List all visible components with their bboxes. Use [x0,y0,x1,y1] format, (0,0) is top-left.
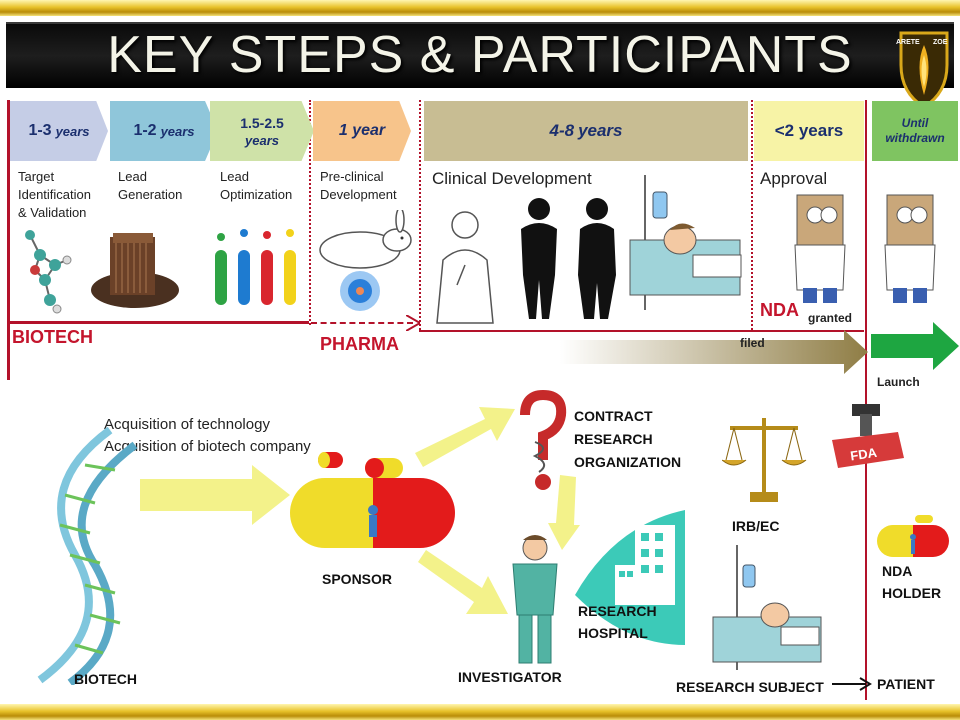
step-until-withdrawn: Until withdrawn [872,101,958,161]
acquisition-text: Acquisition of technology Acquisition of… [104,416,311,455]
logo-text-right: ZOE [933,39,948,46]
pharma-phase-label: PHARMA [320,334,399,354]
hospital-icon [575,510,685,645]
step3-label: Lead Optimization [220,169,293,202]
clinical-dotted-line [419,100,421,330]
reviewer-icon-2 [884,194,936,303]
filed-label: filed [740,336,765,350]
nda-label: NDA [760,300,799,320]
sponsor-to-cro-arrow [415,407,515,467]
volunteer-sketch-icon [436,211,494,324]
cro-label: CONTRACT RESEARCH ORGANIZATION [574,408,682,470]
research-subject-label: RESEARCH SUBJECT [676,679,824,695]
pharma-dotted-line [309,100,311,325]
step1-unit: years [55,123,90,139]
scales-icon [722,418,807,502]
fda-stamp-icon: FDA [832,404,904,468]
logo-text-left: ARETE [896,39,920,46]
cell-icon [340,271,380,311]
step3-unit: years [245,132,279,148]
small-capsule-icon-2 [365,458,403,478]
pharma-arrowhead [406,315,420,331]
page-title: KEY STEPS & PARTICIPANTS [107,26,853,84]
left-red-line [7,100,10,380]
rabbit-icon [319,210,412,269]
step5-label: Clinical Development [432,169,592,188]
hospital-patient-icon [629,175,742,310]
top-gold-bar [0,0,960,16]
silhouette-woman-icon [578,198,616,319]
step7-duration: Until withdrawn [885,116,945,145]
step5-unit: years [578,121,623,140]
step1-label: Target Identification & Validation [18,169,91,220]
patient-label: PATIENT [877,676,935,692]
caduceus-question-icon [520,390,567,490]
molecule-icon [25,230,72,314]
filed-arrow [560,330,868,374]
irb-label: IRB/EC [732,518,780,534]
launch-arrow [871,322,959,370]
silhouette-person-icon [521,198,557,319]
dna-helix-icon [37,426,138,685]
step6-duration: <2 years [774,121,844,140]
step5-duration: 4-8 [549,121,575,140]
step2-label: Lead Generation [118,169,183,202]
step1-duration: 1-3 [28,122,52,139]
nda-holder-label: NDA HOLDER [882,563,942,601]
biotech-red-line [7,321,309,324]
approval-dotted-line [751,100,753,330]
bottom-gold-bar [0,704,960,720]
biotech-participant-label: BIOTECH [74,671,137,687]
step2-unit: years [160,123,195,139]
launch-label: Launch [877,375,920,389]
sponsor-label: SPONSOR [322,571,393,587]
hospital-label: RESEARCH HOSPITAL [578,603,657,641]
small-capsule-icon [318,452,343,468]
arete-zoe-logo: ARETE ZOE [893,25,955,110]
cro-to-investigator-arrow [548,475,580,550]
biotech-to-sponsor-arrow [140,465,290,525]
investigator-label: INVESTIGATOR [458,669,562,685]
step-approval: <2 years [754,101,864,161]
reviewer-icon [794,194,846,303]
pharma-dotted-arrow [311,322,413,324]
biotech-phase-label: BIOTECH [12,327,93,347]
step-preclinical: 1 year [313,101,411,161]
step6-label: Approval [760,169,828,188]
sponsor-to-investigator-arrow [418,550,508,614]
approval-red-line [865,100,867,700]
subject-to-patient-arrow [832,677,872,691]
step3-duration: 1.5-2.5 [240,114,284,131]
screening-machine-icon [91,233,179,308]
step4-duration: 1 year [338,122,386,139]
granted-label: granted [808,311,853,325]
sponsor-capsule-icon [290,478,455,548]
test-tubes-icon [215,229,296,305]
nda-holder-capsule-icon [877,515,949,557]
clinical-red-line [419,330,864,332]
step2-duration: 1-2 [133,122,157,139]
title-bar [6,22,954,88]
investigator-icon [512,535,558,664]
step4-label: Pre-clinical Development [320,169,397,202]
research-subject-icon [712,545,822,670]
svg-text:FDA: FDA [849,445,878,464]
